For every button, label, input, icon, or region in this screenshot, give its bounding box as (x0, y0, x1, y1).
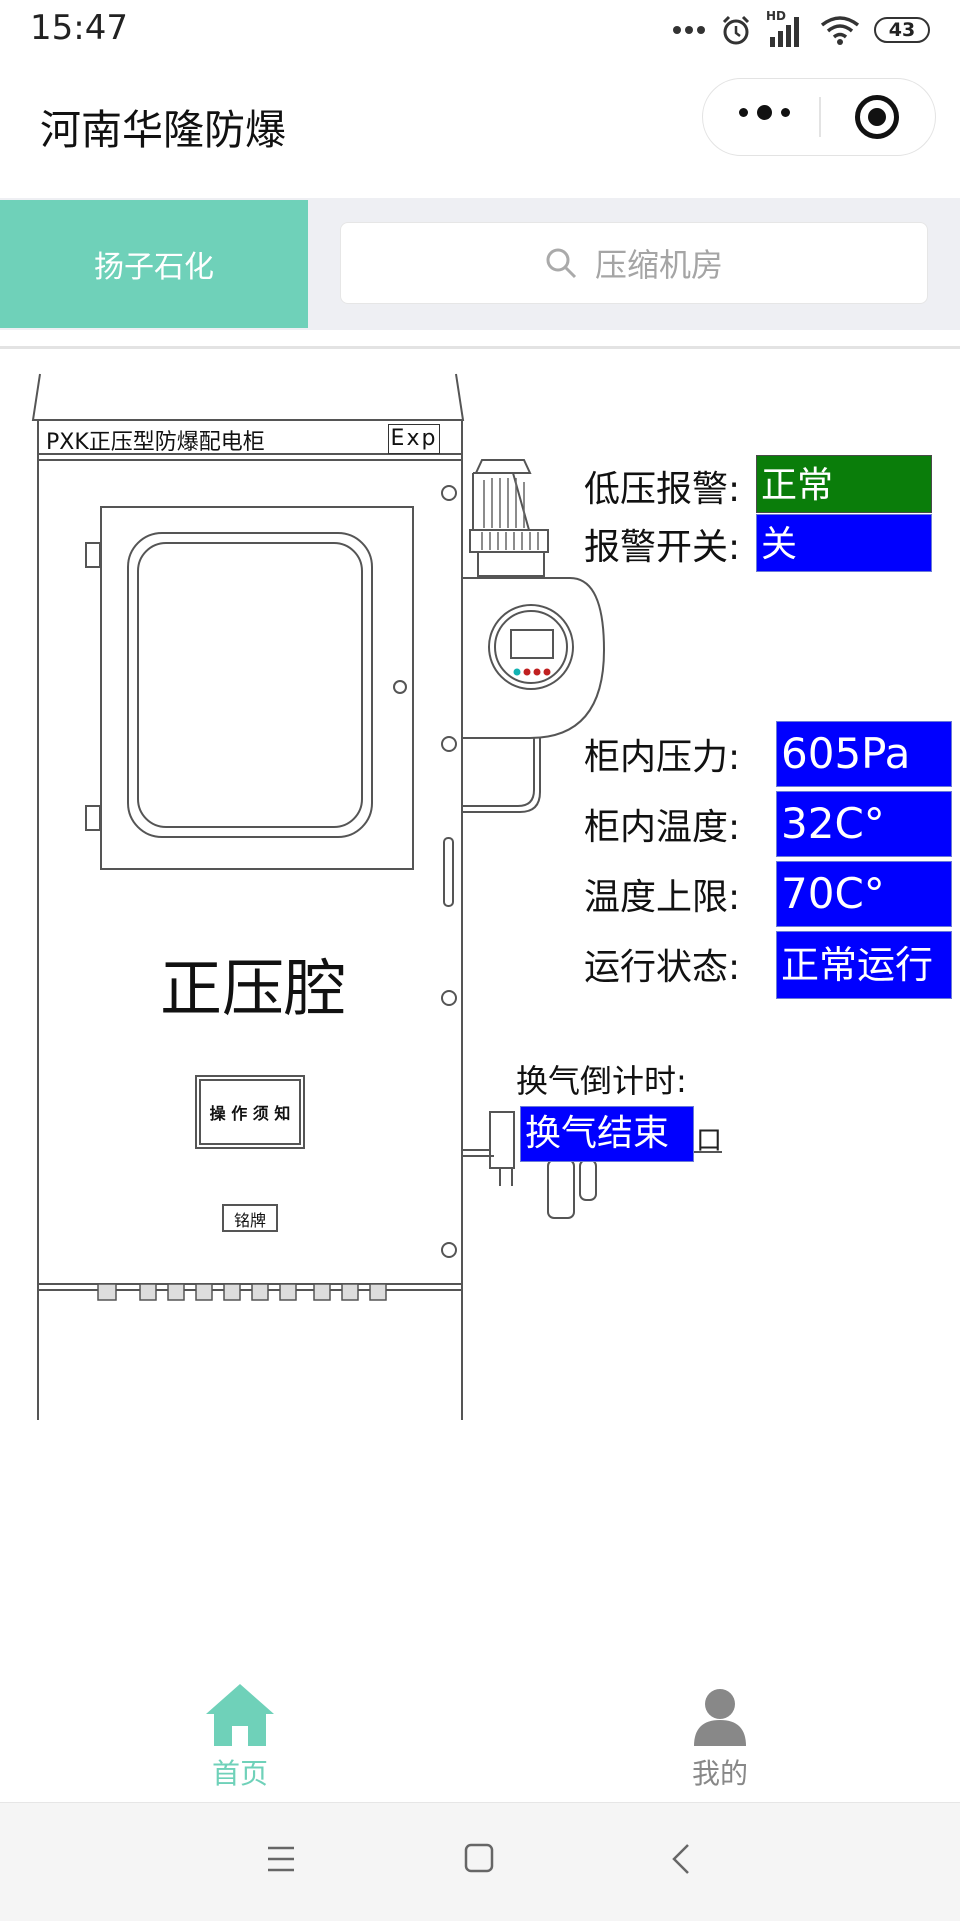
page-title: 河南华隆防爆 (40, 106, 286, 154)
status-icons: HD 43 (672, 9, 930, 48)
temperature-limit-value: 70C° (776, 861, 952, 927)
square-icon[interactable] (464, 1843, 494, 1873)
nameplate: 铭牌 (233, 1211, 266, 1230)
wifi-icon (820, 16, 860, 45)
status-time: 15:47 (30, 8, 128, 48)
alarm-switch-label: 报警开关: (584, 527, 741, 568)
ventilation-suffix: 口 (696, 1126, 723, 1156)
status-bar: 15:47 HD 43 (0, 0, 960, 62)
signal-icon: HD (766, 9, 806, 47)
ventilation-countdown-label: 换气倒计时: (516, 1062, 687, 1100)
miniprogram-capsule (702, 78, 936, 156)
tab-home[interactable]: 首页 (140, 1682, 340, 1792)
nav-bar: 河南华隆防爆 (0, 62, 960, 180)
operation-notice: 操 作 须 知 (209, 1104, 291, 1123)
more-button[interactable] (739, 105, 790, 120)
cabinet-diagram (31, 373, 722, 1420)
tab-mine[interactable]: 我的 (620, 1688, 820, 1792)
search-icon (546, 248, 577, 279)
alarm-clock-icon (722, 15, 750, 45)
alarm-switch-value: 关 (756, 514, 932, 572)
tab-company[interactable]: 扬子石化 (0, 200, 308, 328)
cabinet-temperature-value: 32C° (776, 791, 952, 857)
capsule-divider (819, 97, 821, 137)
low-pressure-alarm-value: 正常 (756, 455, 932, 513)
more-dots-icon (673, 26, 705, 34)
user-icon (694, 1689, 746, 1746)
tab-home-label: 首页 (211, 1757, 268, 1790)
close-miniprogram-button[interactable] (855, 95, 899, 139)
cabinet-pressure-value: 605Pa (776, 721, 952, 787)
tab-mine-label: 我的 (691, 1757, 748, 1790)
back-icon[interactable] (670, 1843, 692, 1875)
search-placeholder: 压缩机房 (594, 246, 723, 284)
run-status-value: 正常运行 (776, 931, 952, 999)
home-icon (206, 1684, 274, 1746)
temperature-limit-label: 温度上限: (584, 877, 741, 918)
ventilation-countdown-value: 换气结束 (520, 1106, 694, 1162)
hd-label: HD (766, 9, 787, 23)
cabinet-temperature-label: 柜内温度: (584, 807, 741, 848)
system-navigation-bar (0, 1802, 960, 1921)
divider (0, 346, 960, 349)
menu-icon[interactable] (266, 1845, 296, 1873)
cabinet-title: PXK正压型防爆配电柜 (46, 430, 265, 455)
chamber-label: 正压腔 (160, 952, 347, 1025)
run-status-label: 运行状态: (584, 947, 741, 988)
low-pressure-alarm-label: 低压报警: (584, 469, 741, 510)
cabinet-pressure-label: 柜内压力: (584, 737, 741, 778)
search-input[interactable]: 压缩机房 (340, 222, 928, 304)
battery-indicator: 43 (874, 17, 930, 43)
exp-mark: Exp (388, 424, 440, 454)
